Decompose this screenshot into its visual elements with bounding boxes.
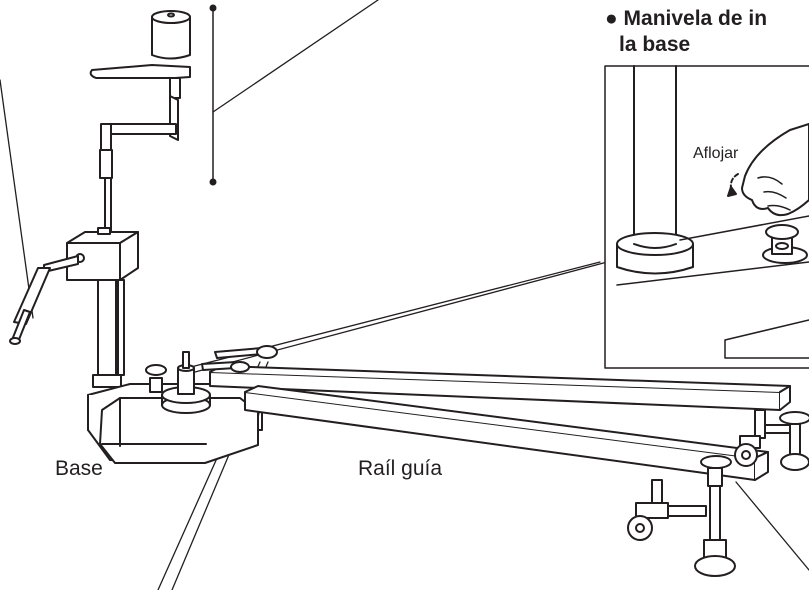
upper-crank-assembly <box>89 10 191 239</box>
base-unit <box>87 351 263 464</box>
guide-rails <box>209 365 791 481</box>
base-label: Base <box>55 457 103 480</box>
guide-rail-label: Raíl guía <box>358 457 443 480</box>
inset-heading-line2: la base <box>619 33 691 56</box>
dimension-marker <box>209 4 217 186</box>
inset-heading: ● Manivela de in <box>605 7 768 30</box>
loosen-label: Aflojar <box>693 145 739 162</box>
inset-detail <box>604 65 809 369</box>
main-column <box>92 279 125 388</box>
rail-clamp-handles <box>201 345 278 373</box>
front-rail-caster <box>627 455 736 577</box>
side-hand-crank <box>9 255 79 345</box>
back-rail-caster <box>734 409 809 471</box>
gear-box <box>66 227 139 281</box>
